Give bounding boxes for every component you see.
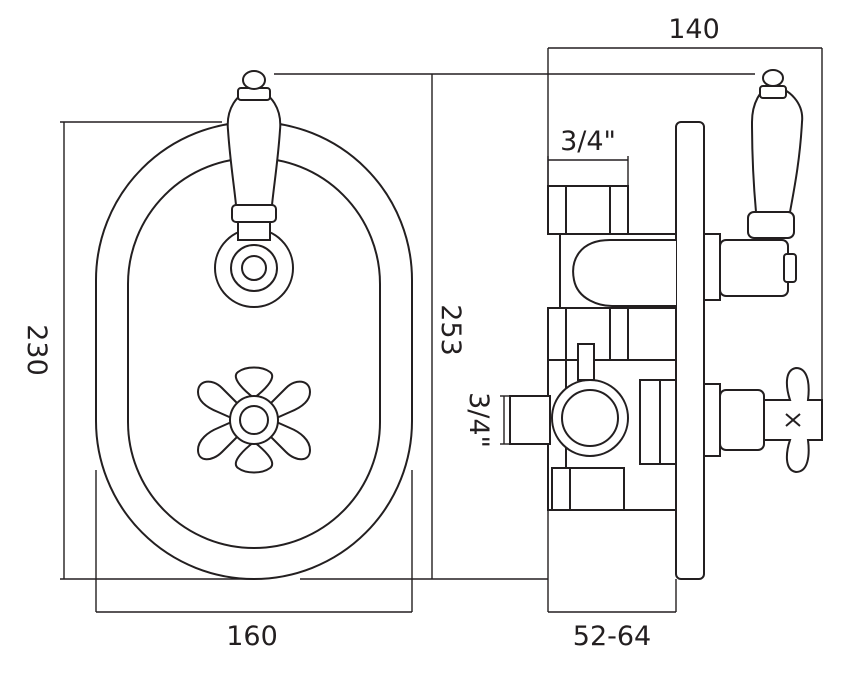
side-dimensions bbox=[500, 47, 823, 613]
front-dimensions bbox=[60, 73, 755, 613]
crosshead-hub-inner bbox=[239, 405, 269, 435]
lever-handle bbox=[214, 70, 294, 308]
dimension-label-pipe-size-top: 3/4" bbox=[560, 126, 616, 157]
top-inlet-block bbox=[547, 185, 629, 235]
side-lever-cap bbox=[783, 253, 797, 283]
side-lever-flange bbox=[703, 233, 721, 301]
handle-hub-inner bbox=[241, 255, 267, 281]
side-lever-collar bbox=[747, 211, 795, 239]
side-crosshead bbox=[703, 366, 823, 474]
upper-body-curve bbox=[572, 239, 676, 307]
crosshead-arm-top bbox=[235, 366, 273, 400]
dimension-label-pipe-size-side: 3/4" bbox=[463, 392, 494, 448]
dimension-label-plate-width: 160 bbox=[226, 621, 278, 652]
side-crosshead-flange bbox=[703, 383, 721, 457]
side-view bbox=[509, 69, 823, 580]
handle-knob-top bbox=[242, 70, 266, 90]
handle-stem bbox=[237, 221, 271, 241]
handle-collar bbox=[231, 204, 277, 223]
side-lever-grip bbox=[750, 84, 804, 213]
outlet-ring-inner bbox=[561, 389, 619, 447]
side-lever-handle bbox=[703, 69, 804, 301]
crosshead-arm-bottom bbox=[235, 440, 273, 474]
handle-lever-body bbox=[226, 88, 282, 206]
dimension-label-overall-height: 253 bbox=[435, 304, 466, 356]
crosshead-handle bbox=[196, 366, 312, 474]
dimension-label-plate-height: 230 bbox=[21, 324, 52, 376]
bottom-block bbox=[551, 467, 625, 511]
side-faceplate bbox=[675, 121, 705, 580]
valve-body bbox=[509, 185, 677, 511]
side-lever-knob bbox=[762, 69, 784, 87]
front-view bbox=[95, 70, 413, 580]
side-crosshead-body bbox=[719, 389, 765, 451]
outlet-stem bbox=[577, 343, 595, 381]
side-lever-body bbox=[719, 239, 789, 297]
side-outlet bbox=[509, 395, 551, 445]
dimension-label-wall-depth: 52-64 bbox=[573, 621, 651, 652]
dimension-label-overall-depth: 140 bbox=[668, 14, 720, 45]
lower-body-step bbox=[639, 379, 677, 465]
